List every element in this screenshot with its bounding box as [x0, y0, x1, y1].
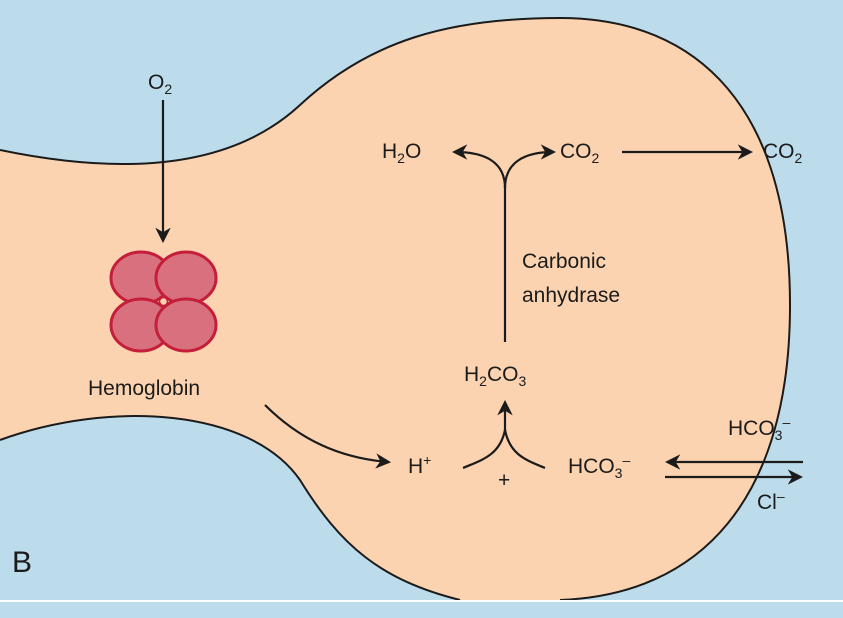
enzyme-label-line1: Carbonic	[522, 250, 607, 273]
h-plus-label: H+	[408, 452, 432, 478]
hemoglobin-subunit	[154, 250, 218, 306]
plus-sign: +	[498, 469, 511, 492]
hco3-combine-curve	[503, 429, 546, 470]
hco3-outer-label: HCO3–	[728, 414, 791, 444]
hemoglobin-label: Hemoglobin	[88, 377, 201, 400]
hemoglobin-center	[158, 296, 169, 307]
co2-inner-label: CO2	[560, 140, 600, 167]
split-to-co2-arrow	[503, 144, 557, 189]
enzyme-label-line2: anhydrase	[522, 284, 621, 307]
hemoglobin-icon	[109, 250, 218, 353]
bottom-frame-strip	[0, 600, 843, 618]
chloride-label: Cl–	[757, 488, 785, 514]
hemoglobin-subunit	[154, 297, 218, 353]
h2co3-label: H2CO3	[464, 363, 527, 390]
cell-membrane	[0, 16, 792, 601]
hemoglobin-to-h-plus-arrow	[264, 404, 392, 469]
red-blood-cell-notch	[0, 416, 460, 600]
hco3-inner-label: HCO3–	[568, 452, 631, 482]
h2o-label: H2O	[382, 140, 422, 167]
o2-label-top: O2	[148, 71, 173, 98]
panel-letter: B	[12, 546, 33, 579]
cell-membrane-lower	[0, 415, 461, 601]
h-plus-combine-curve	[462, 429, 507, 470]
co2-outer-label: CO2	[763, 140, 803, 167]
